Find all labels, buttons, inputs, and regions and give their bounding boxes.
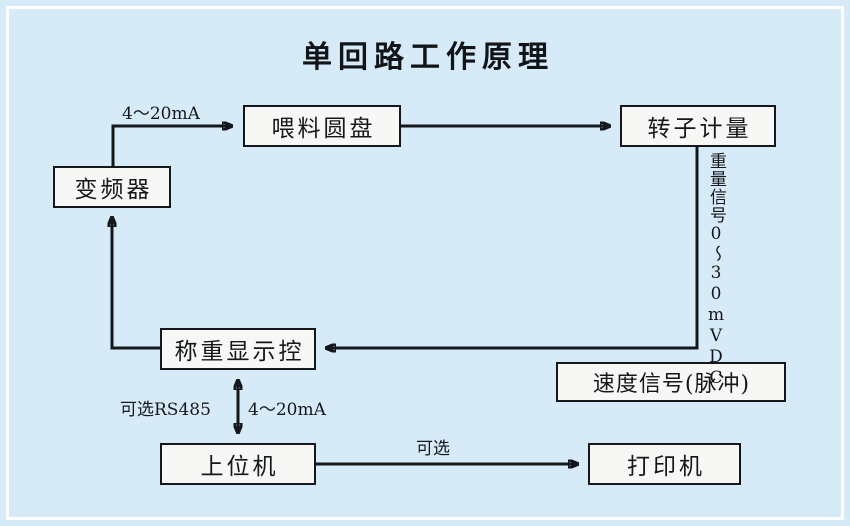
node-printer[interactable]: 打印机 [588,443,741,485]
node-feeder-disc-label: 喂料圆盘 [271,116,376,142]
node-speed-signal[interactable]: 速度信号(脉冲) [556,362,786,402]
node-feeder-disc[interactable]: 喂料圆盘 [243,105,401,147]
node-inverter-label: 变频器 [74,177,153,203]
edge-label-current-bottom: 4～20mA [248,400,326,420]
node-rotor-meter[interactable]: 转子计量 [620,105,776,147]
node-inverter[interactable]: 变频器 [53,166,171,208]
node-weighing-controller-label: 称重显示控 [174,339,305,365]
node-rotor-meter-label: 转子计量 [647,116,752,142]
edge-label-current-top: 4～20mA [122,104,200,124]
edge-label-weight-signal: 重量信号0～30mVDC [706,152,726,389]
node-speed-signal-label: 速度信号(脉冲) [592,372,751,397]
node-host-computer[interactable]: 上位机 [160,443,316,485]
edge-label-optional-printer: 可选 [416,439,450,459]
node-host-computer-label: 上位机 [200,454,279,480]
node-weighing-controller[interactable]: 称重显示控 [160,328,316,370]
node-printer-label: 打印机 [627,454,705,480]
edge-label-optional-rs485: 可选RS485 [120,400,211,420]
page-title: 单回路工作原理 [302,40,554,75]
